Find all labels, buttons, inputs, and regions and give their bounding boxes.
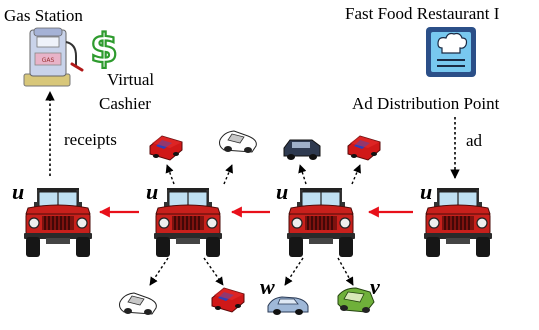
broadcast-arrow [298, 164, 307, 185]
jeep-vehicle-u3 [286, 187, 356, 258]
broadcast-arrow [165, 164, 175, 185]
broadcast-arrow [351, 164, 361, 185]
svg-text:GAS: GAS [42, 57, 55, 64]
receipts-label: receipts [64, 130, 117, 149]
dollar-icon: $ [89, 25, 119, 73]
chef-hat-icon [426, 27, 476, 77]
jeep-vehicle-u4 [423, 187, 493, 258]
virtual-cashier-label-line1: Virtual [107, 70, 155, 89]
broadcast-arrow [337, 257, 354, 286]
vehicle-label-u: u [276, 179, 289, 204]
svg-text:$: $ [90, 26, 118, 72]
jeep-vehicle-u1 [23, 187, 93, 258]
vehicle-label-w: w [260, 274, 275, 299]
fast-food-label: Fast Food Restaurant I [345, 4, 500, 23]
vehicle-label-u: u [146, 179, 159, 204]
white-car [219, 130, 257, 154]
jeep-vehicle-u2 [153, 187, 223, 258]
broadcast-arrow [223, 164, 233, 185]
virtual-cashier-label-line2: Cashier [99, 94, 151, 113]
broadcast-arrow [149, 257, 169, 286]
vehicle-label-u: u [12, 179, 25, 204]
ad-distribution-point-label: Ad Distribution Point [352, 94, 500, 113]
ad-label: ad [466, 131, 483, 150]
vehicle-label-v: v [370, 274, 380, 299]
broadcast-arrow [284, 257, 304, 286]
white-car [119, 292, 157, 316]
gas-station-label: Gas Station [4, 6, 83, 25]
green-car [337, 287, 375, 314]
red-car [211, 287, 245, 313]
light-blue-car [267, 296, 309, 316]
broadcast-arrow [203, 257, 224, 286]
gas-pump-icon: GAS [23, 27, 84, 87]
red-car [149, 135, 183, 161]
vehicle-label-u: u [420, 179, 433, 204]
blue-suv [283, 139, 321, 161]
red-car [347, 135, 381, 161]
